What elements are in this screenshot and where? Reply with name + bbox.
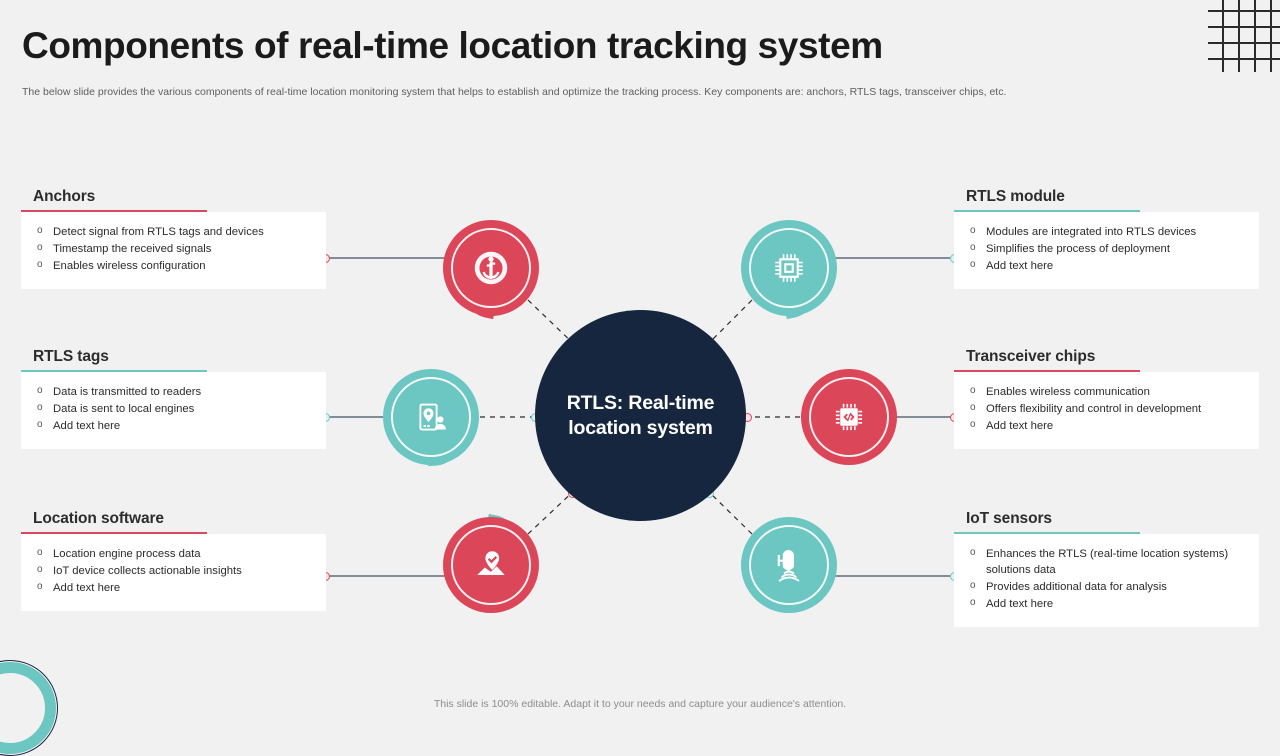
list-item: Detect signal from RTLS tags and devices	[33, 224, 316, 240]
list-item: Simplifies the process of deployment	[966, 241, 1249, 257]
panel-anchors-body: Detect signal from RTLS tags and devices…	[21, 212, 326, 290]
footer-note: This slide is 100% editable. Adapt it to…	[433, 698, 847, 710]
node-rtls-tag-ring	[391, 377, 471, 457]
page-subtitle: The below slide provides the various com…	[22, 86, 1007, 98]
slide-root: Components of real-time location trackin…	[0, 0, 1280, 720]
list-item: Add text here	[33, 580, 316, 596]
node-rtls-tag[interactable]	[383, 369, 479, 467]
list-item: Data is transmitted to readers	[33, 384, 316, 400]
list-item: Add text here	[966, 258, 1249, 274]
node-anchor[interactable]	[443, 220, 539, 320]
page-title: Components of real-time location trackin…	[22, 25, 883, 66]
node-iot-sensor[interactable]	[741, 513, 837, 613]
list-item: Enables wireless communication	[966, 384, 1249, 400]
panel-location-software-rule	[21, 532, 207, 534]
chip-code-icon	[801, 369, 897, 465]
panel-transceiver-chips[interactable]: Transceiver chips Enables wireless commu…	[954, 348, 1259, 450]
panel-location-software-title: Location software	[33, 510, 164, 527]
panel-iot-sensors-body: Enhances the RTLS (real-time location sy…	[954, 534, 1259, 628]
panel-location-software-body: Location engine process data IoT device …	[21, 534, 326, 612]
panel-rtls-tags-rule	[21, 370, 207, 372]
panel-iot-sensors-title: IoT sensors	[966, 510, 1052, 527]
panel-anchors-title: Anchors	[33, 188, 96, 205]
panel-rtls-tags[interactable]: RTLS tags Data is transmitted to readers…	[21, 348, 326, 450]
node-transceiver-ring	[809, 377, 889, 457]
panel-transceiver-chips-rule	[954, 370, 1140, 372]
node-rtls-module[interactable]	[741, 220, 837, 320]
list-item: Enhances the RTLS (real-time location sy…	[966, 546, 1249, 578]
list-item: Add text here	[966, 596, 1249, 612]
node-iot-sensor-ring	[749, 525, 829, 605]
list-item: Provides additional data for analysis	[966, 579, 1249, 595]
panel-rtls-tags-title: RTLS tags	[33, 348, 109, 365]
corner-grid-decoration	[1208, 0, 1280, 72]
list-item: Location engine process data	[33, 546, 316, 562]
panel-rtls-module-title: RTLS module	[966, 188, 1065, 205]
panel-iot-sensors[interactable]: IoT sensors Enhances the RTLS (real-time…	[954, 510, 1259, 628]
node-location-software[interactable]	[443, 513, 539, 613]
panel-rtls-tags-body: Data is transmitted to readers Data is s…	[21, 372, 326, 450]
node-transceiver[interactable]	[801, 369, 897, 465]
list-item: Enables wireless configuration	[33, 258, 316, 274]
central-hub-label: RTLS: Real-time location system	[566, 391, 715, 439]
panel-anchors-rule	[21, 210, 207, 212]
list-item: Data is sent to local engines	[33, 401, 316, 417]
panel-rtls-module-rule	[954, 210, 1140, 212]
central-hub[interactable]: RTLS: Real-time location system	[535, 310, 746, 521]
panel-rtls-module-body: Modules are integrated into RTLS devices…	[954, 212, 1259, 290]
panel-anchors[interactable]: Anchors Detect signal from RTLS tags and…	[21, 188, 326, 290]
map-check-pin-icon	[443, 517, 539, 613]
list-item: IoT device collects actionable insights	[33, 563, 316, 579]
node-rtls-module-ring	[749, 228, 829, 308]
list-item: Add text here	[33, 418, 316, 434]
panel-location-software[interactable]: Location software Location engine proces…	[21, 510, 326, 612]
mobile-location-user-icon	[383, 369, 479, 465]
panel-transceiver-chips-body: Enables wireless communication Offers fl…	[954, 372, 1259, 450]
node-anchor-ring	[451, 228, 531, 308]
panel-transceiver-chips-title: Transceiver chips	[966, 348, 1096, 365]
list-item: Add text here	[966, 418, 1249, 434]
list-item: Timestamp the received signals	[33, 241, 316, 257]
list-item: Offers flexibility and control in develo…	[966, 401, 1249, 417]
node-location-software-ring	[451, 525, 531, 605]
sensor-signal-icon	[741, 517, 837, 613]
microchip-icon	[741, 220, 837, 316]
lifebuoy-anchor-icon	[443, 220, 539, 316]
panel-rtls-module[interactable]: RTLS module Modules are integrated into …	[954, 188, 1259, 290]
panel-iot-sensors-rule	[954, 532, 1140, 534]
list-item: Modules are integrated into RTLS devices	[966, 224, 1249, 240]
